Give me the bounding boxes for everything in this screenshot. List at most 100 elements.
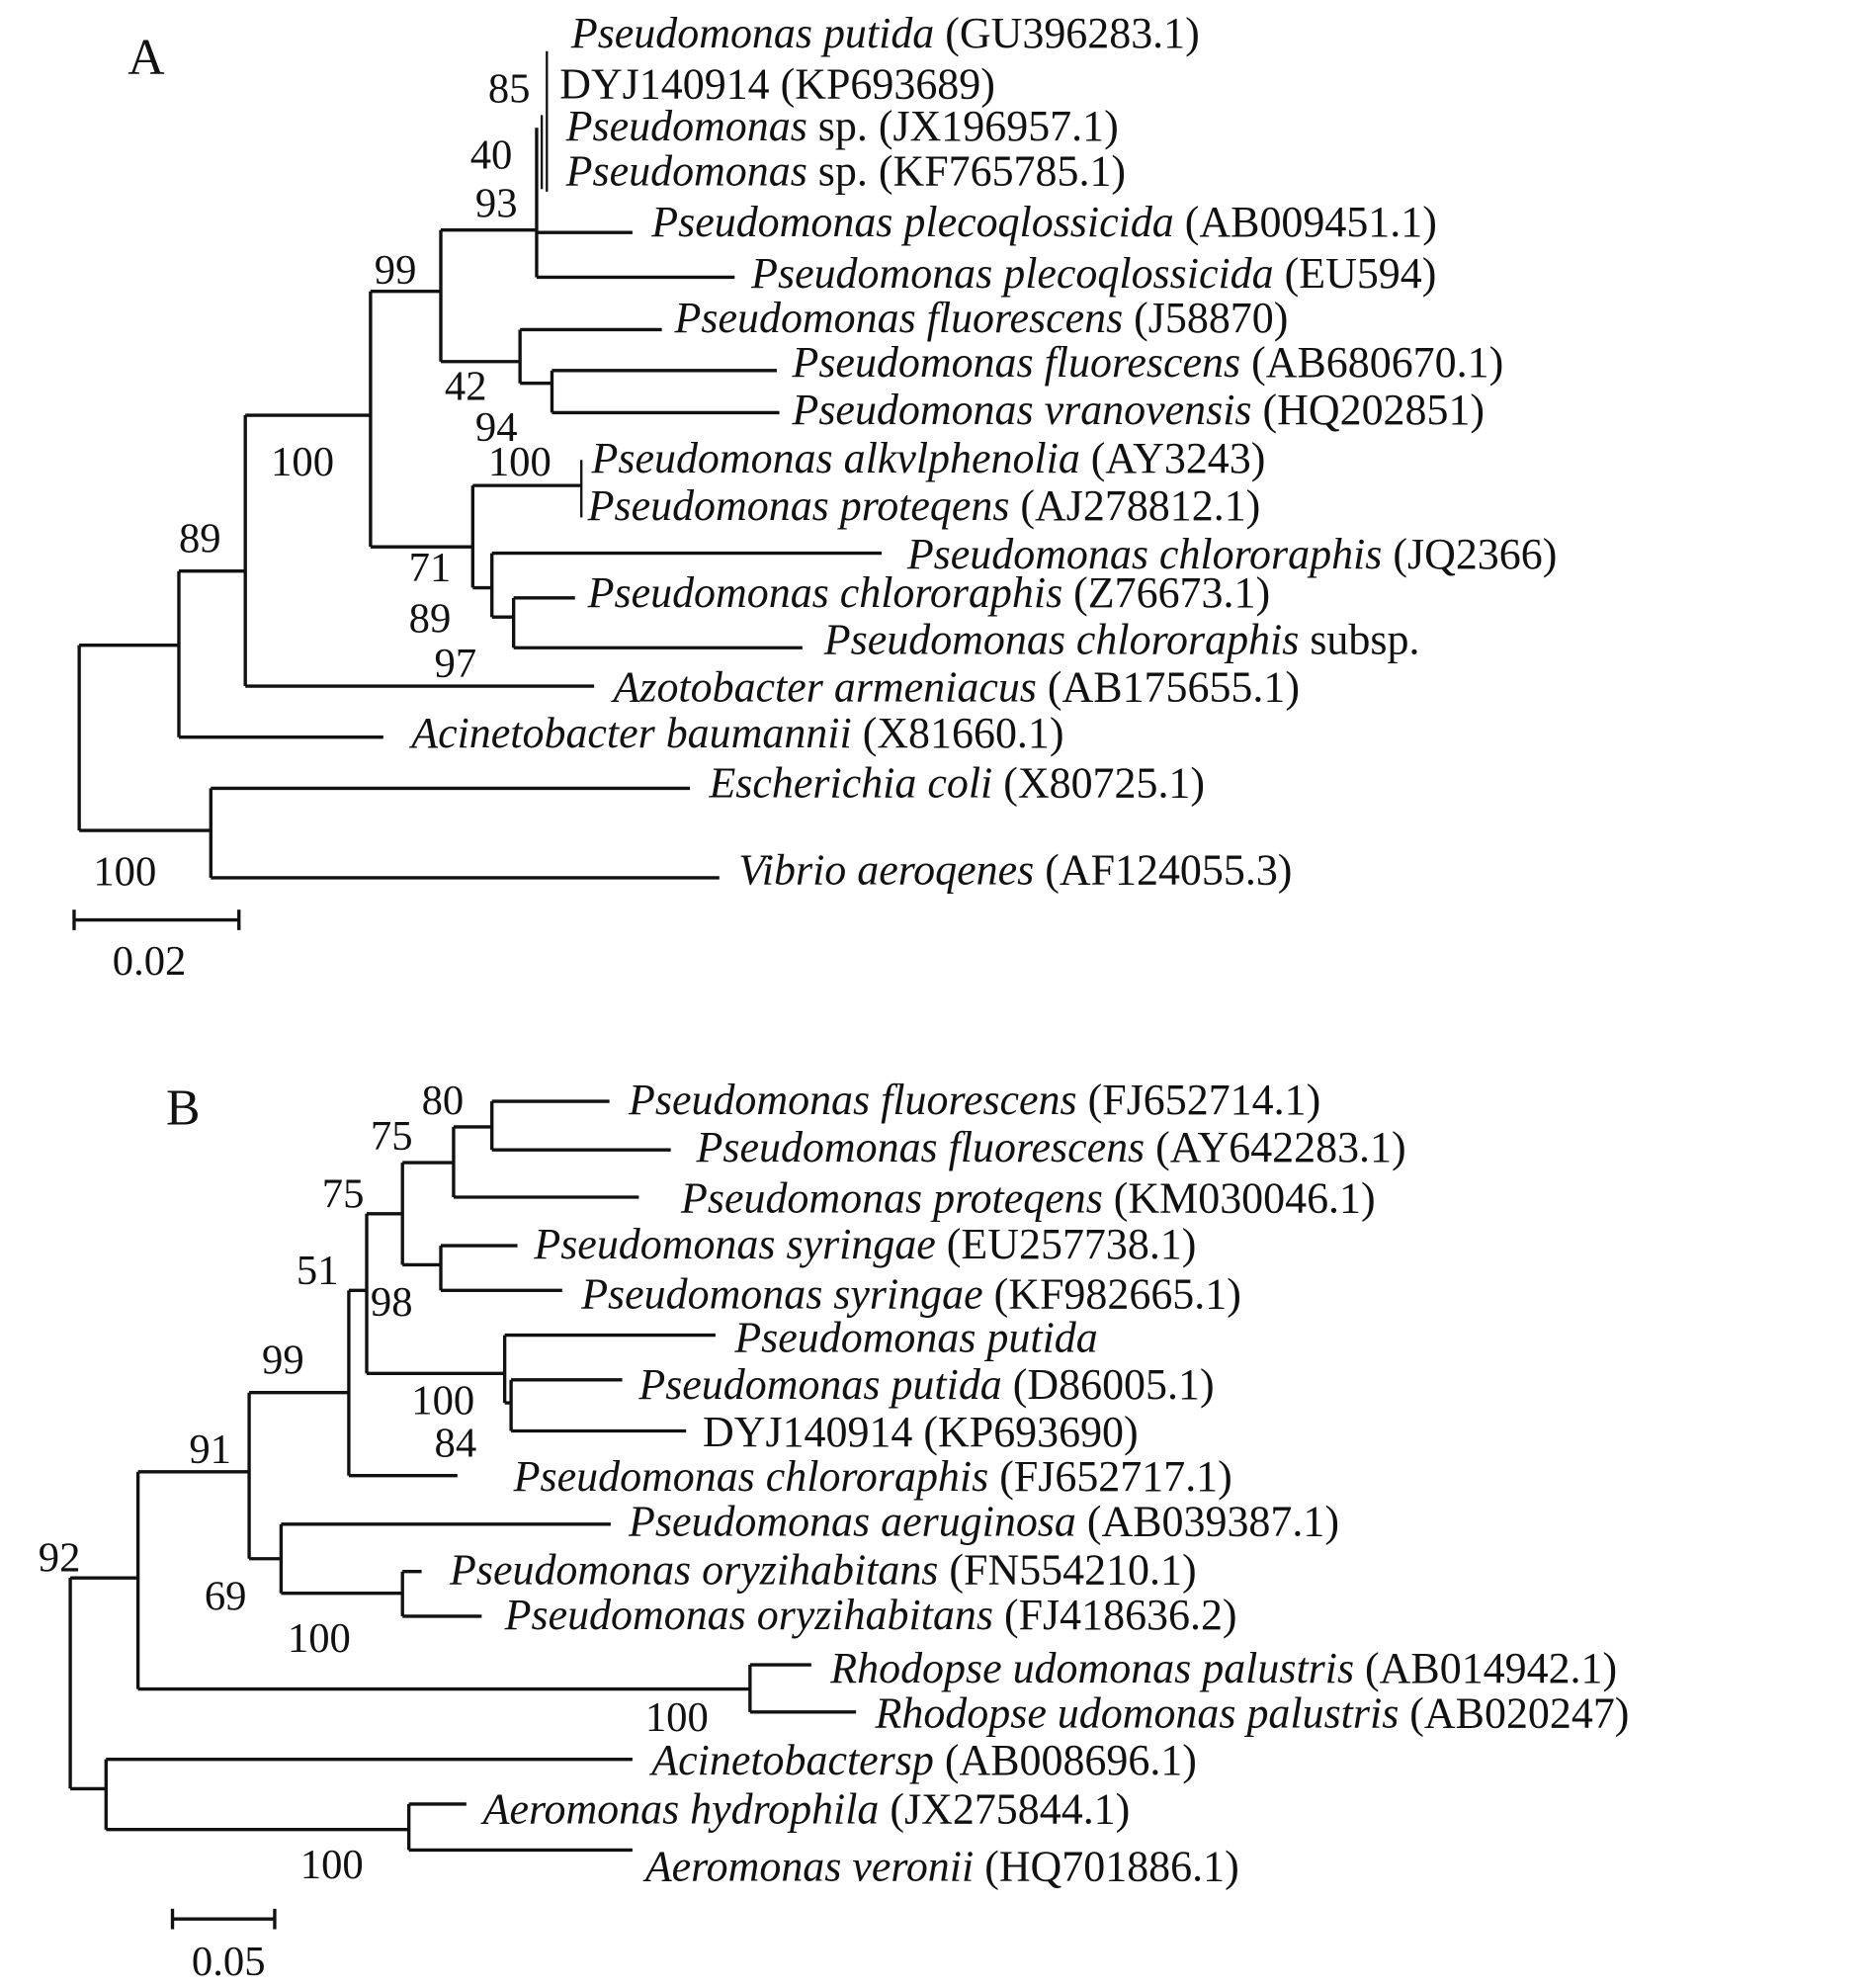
accession-text: subsp.: [1299, 616, 1419, 664]
accession-text: (AB680670.1): [1240, 338, 1503, 387]
tree-a: A: [72, 9, 1557, 985]
bootstrap-value: 80: [422, 1078, 465, 1124]
bootstrap-value: 93: [475, 181, 518, 227]
accession-text: (KF982665.1): [983, 1269, 1241, 1318]
leaf-label: Escherichia coli (X80725.1): [708, 758, 1205, 807]
leaf-label: Pseudomonas sp. (JX196957.1): [565, 102, 1119, 150]
bootstrap-value: 51: [297, 1248, 339, 1294]
panel-label-a: A: [127, 30, 164, 86]
tree-a-leaves: Pseudomonas putida (GU396283.1)DYJ140914…: [408, 9, 1557, 895]
leaf-label: Pseudomonas plecoqlossicida (AB009451.1): [650, 198, 1437, 246]
leaf-label: Pseudomonas chlororaphis subsp.: [823, 616, 1420, 664]
species-name: Acinetobacter baumannii: [408, 709, 851, 757]
tree-b-branches: [68, 1099, 857, 1853]
accession-text: (AY3243): [1080, 434, 1266, 482]
leaf-label: Pseudomonas putida: [733, 1313, 1097, 1361]
accession-text: (FJ418636.2): [993, 1591, 1237, 1639]
species-name: Rhodopse udomonas palustris: [875, 1688, 1400, 1737]
accession-text: (AB020247): [1399, 1688, 1629, 1737]
leaf-label: DYJ140914 (KP693689): [559, 60, 995, 109]
species-name: Aeromonas hydrophila: [480, 1784, 880, 1833]
bootstrap-value: 100: [645, 1694, 709, 1741]
species-name: Pseudomonas fluorescens: [628, 1076, 1077, 1124]
accession-text: sp. (JX196957.1): [807, 102, 1119, 150]
bootstrap-value: 99: [262, 1337, 304, 1383]
panel-label-b: B: [166, 1080, 200, 1136]
bootstrap-value: 40: [470, 132, 513, 179]
leaf-label: Pseudomonas alkvlphenolia (AY3243): [591, 434, 1266, 482]
species-name: Pseudomonas plecoqlossicida: [750, 249, 1273, 298]
species-name: Pseudomonas alkvlphenolia: [591, 434, 1080, 482]
scale-label-a: 0.02: [113, 938, 187, 985]
accession-text: (FJ652714.1): [1077, 1076, 1321, 1124]
bootstrap-value: 91: [189, 1426, 231, 1473]
scale-bar-b: 0.05: [170, 1908, 277, 1985]
species-name: Pseudomonas: [565, 146, 807, 195]
accession-text: sp. (KF765785.1): [807, 146, 1126, 195]
bootstrap-value: 75: [371, 1113, 413, 1160]
leaf-label: Pseudomonas chlororaphis (FJ652717.1): [513, 1452, 1232, 1501]
leaf-label: Aeromonas veronii (HQ701886.1): [642, 1842, 1239, 1890]
leaf-label: Pseudomonas putida (GU396283.1): [570, 9, 1200, 57]
species-name: Pseudomonas plecoqlossicida: [650, 198, 1173, 246]
bootstrap-value: 75: [322, 1170, 365, 1217]
accession-text: (FN554210.1): [938, 1546, 1196, 1595]
species-name: Pseudomonas aeruginosa: [628, 1497, 1076, 1545]
species-name: Pseudomonas fluorescens: [792, 338, 1241, 387]
accession-text: (AB009451.1): [1174, 198, 1437, 246]
bootstrap-value: 69: [205, 1573, 247, 1619]
accession-text: (HQ701886.1): [974, 1842, 1239, 1890]
scale-bar-a: 0.02: [72, 909, 241, 985]
bootstrap-value: 100: [411, 1378, 474, 1425]
species-name: Pseudomonas chlororaphis: [823, 616, 1300, 664]
species-name: Pseudomonas fluorescens: [696, 1123, 1146, 1171]
leaf-label: Pseudomonas sp. (KF765785.1): [565, 146, 1126, 195]
species-name: Acinetobactersp: [648, 1736, 934, 1784]
leaf-label: Azotobacter armeniacus (AB175655.1): [611, 663, 1300, 712]
leaf-label: Rhodopse udomonas palustris (AB014942.1): [829, 1644, 1617, 1692]
leaf-label: Pseudomonas fluorescens (AY642283.1): [696, 1123, 1406, 1171]
accession-text: (EU257738.1): [936, 1220, 1197, 1268]
accession-text: (HQ202851): [1252, 386, 1486, 434]
accession-text: (AY642283.1): [1145, 1123, 1405, 1171]
leaf-label: Pseudomonas vranovensis (HQ202851): [792, 386, 1486, 434]
bootstrap-value: 99: [375, 247, 417, 294]
accession-text: DYJ140914 (KP693689): [559, 60, 995, 109]
leaf-label: Pseudomonas oryzihabitans (FJ418636.2): [504, 1591, 1237, 1639]
bootstrap-value: 84: [435, 1420, 477, 1466]
tree-b: B: [39, 1076, 1630, 1985]
accession-text: (JQ2366): [1382, 530, 1557, 578]
species-name: Aeromonas veronii: [642, 1842, 974, 1890]
species-name: Pseudomonas chlororaphis: [513, 1452, 989, 1501]
accession-text: DYJ140914 (KP693690): [703, 1408, 1139, 1456]
species-name: Azotobacter armeniacus: [611, 663, 1037, 712]
bootstrap-value: 89: [409, 596, 452, 643]
leaf-label: Pseudomonas chlororaphis (JQ2366): [906, 530, 1558, 578]
leaf-label: Acinetobactersp (AB008696.1): [648, 1736, 1197, 1784]
bootstrap-value: 85: [488, 65, 531, 112]
leaf-label: Pseudomonas proteqens (KM030046.1): [680, 1174, 1376, 1223]
leaf-label: Acinetobacter baumannii (X81660.1): [408, 709, 1063, 757]
bootstrap-value: 42: [445, 364, 487, 410]
accession-text: (JX275844.1): [879, 1784, 1130, 1833]
tree-a-branches: [77, 50, 882, 880]
species-name: Pseudomonas proteqens: [680, 1174, 1103, 1223]
accession-text: (KM030046.1): [1103, 1174, 1376, 1223]
accession-text: (AB175655.1): [1037, 663, 1300, 712]
species-name: Pseudomonas putida: [570, 9, 934, 57]
species-name: Pseudomonas: [565, 102, 807, 150]
species-name: Pseudomonas syringae: [580, 1269, 982, 1318]
species-name: Pseudomonas oryzihabitans: [504, 1591, 993, 1639]
accession-text: (AJ278812.1): [1009, 481, 1260, 530]
species-name: Pseudomonas proteqens: [587, 481, 1010, 530]
species-name: Pseudomonas putida: [733, 1313, 1097, 1361]
bootstrap-value: 100: [93, 849, 156, 896]
species-name: Rhodopse udomonas palustris: [829, 1644, 1354, 1692]
species-name: Pseudomonas chlororaphis: [906, 530, 1383, 578]
leaf-label: Pseudomonas plecoqlossicida (EU594): [750, 249, 1436, 298]
leaf-label: Pseudomonas aeruginosa (AB039387.1): [628, 1497, 1339, 1545]
species-name: Pseudomonas chlororaphis: [587, 568, 1063, 617]
accession-text: (EU594): [1274, 249, 1437, 298]
bootstrap-value: 100: [288, 1615, 351, 1662]
